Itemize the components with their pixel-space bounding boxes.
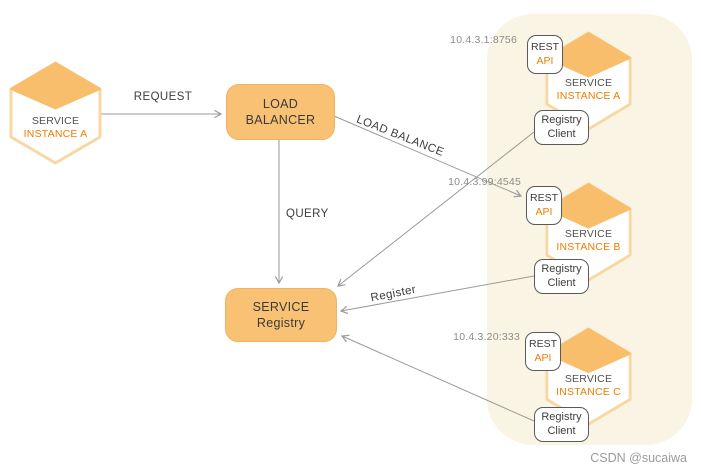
client-label: Client [547,276,576,289]
instance-a-rest-api-box: REST API [527,35,563,74]
instance-b-title: SERVICE [564,228,613,240]
api-label: API [534,351,552,364]
load-balancer-node: LOAD BALANCER [226,84,335,140]
client-node-label: SERVICE INSTANCE A [9,115,102,140]
instance-b-subtitle: INSTANCE B [556,240,621,253]
hexagon-package-icon [9,61,102,165]
service-registry-node: SERVICE Registry [225,288,337,342]
instance-a-label: SERVICE INSTANCE A [545,77,632,102]
service-registry-label-line2: Registry [256,316,306,330]
load-balancer-label-line1: LOAD [262,96,299,111]
registry-label: Registry [541,410,582,423]
load-balance-label: LOAD BALANCE [355,114,446,159]
instance-a-ip-address: 10.4.3.1:8756 [450,34,517,46]
instance-a-title: SERVICE [564,77,613,89]
registry-label: Registry [541,262,582,275]
instance-c-subtitle: INSTANCE C [556,385,621,398]
hexagon-package-icon [545,182,632,282]
rest-label: REST [529,192,558,205]
instance-c-label: SERVICE INSTANCE C [545,373,632,398]
instance-b-rest-api-box: REST API [526,186,562,225]
instance-c-ip-address: 10.4.3.20:333 [453,331,520,343]
instance-b-ip-address: 10.4.3.99:4545 [448,176,521,188]
instance-c-rest-api-box: REST API [525,332,561,371]
register-label: Register [370,284,417,305]
instance-a-subtitle: INSTANCE A [556,89,621,102]
rest-label: REST [530,41,559,54]
instance-b-label: SERVICE INSTANCE B [545,228,632,253]
client-label: Client [547,127,576,140]
service-instance-b-node: SERVICE INSTANCE B [545,182,632,282]
api-label: API [536,54,554,67]
client-node-subtitle: INSTANCE A [23,127,88,140]
registry-label: Registry [541,113,582,126]
watermark-text: CSDN @sucaiwa [590,451,687,465]
client-label: Client [547,424,576,437]
client-node-title: SERVICE [31,115,80,127]
load-balancer-label-line2: BALANCER [245,113,316,127]
instance-b-registry-client-box: Registry Client [534,259,589,294]
service-instance-c-node: SERVICE INSTANCE C [545,327,632,426]
instance-c-title: SERVICE [564,373,613,385]
instance-a-registry-client-box: Registry Client [534,110,589,145]
client-service-instance-node: SERVICE INSTANCE A [9,61,102,165]
instance-c-registry-client-box: Registry Client [534,407,589,442]
query-label: QUERY [286,208,329,220]
request-label: REQUEST [134,91,192,103]
service-registry-label-line1: SERVICE [252,299,310,314]
rest-label: REST [528,338,557,351]
api-label: API [535,205,553,218]
